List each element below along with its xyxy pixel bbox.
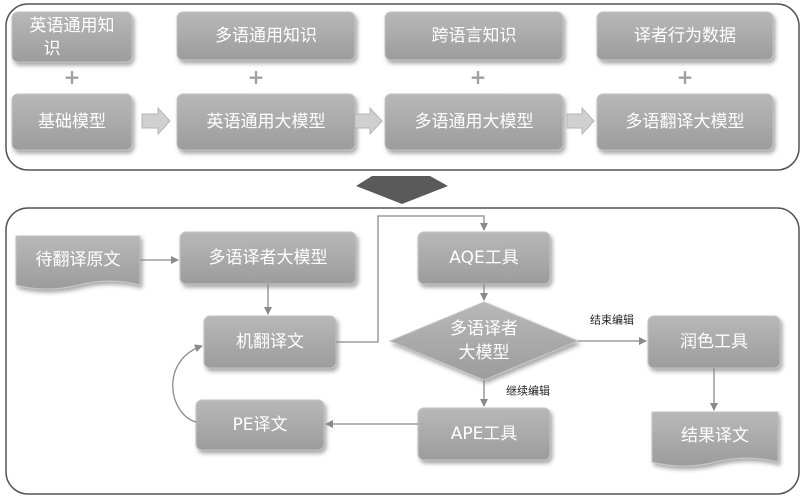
knowledge-translator-behavior-label: 译者行为数据 [634,26,736,46]
plus-sign-3: + [470,65,487,89]
pipeline-arrow-1 [141,106,171,136]
stage-transition-arrow [356,176,448,204]
decision-label-line1: 多语译者 [450,319,518,339]
arrow-mt-to-aqe [336,215,488,343]
aqe-tool-label: AQE工具 [449,248,518,268]
model-multilingual-llm-label: 多语通用大模型 [415,112,534,132]
final-output-document [651,411,779,467]
final-output-label: 结果译文 [681,426,749,446]
knowledge-english-line2: 识 [44,39,61,59]
model-english-llm-label: 英语通用大模型 [207,112,326,132]
end-edit-label: 结束编辑 [590,313,634,327]
plus-sign-2: + [248,65,265,89]
ape-tool-label: APE工具 [451,424,518,444]
pe-output-label: PE译文 [233,415,288,435]
plus-sign-1: + [64,65,81,89]
knowledge-box-multilingual [176,11,356,61]
translator-model-label: 多语译者大模型 [209,248,328,268]
model-box-base [11,93,133,151]
pipeline-arrow-2 [354,106,383,136]
model-base-label: 基础模型 [38,112,106,132]
decision-label-line2: 大模型 [459,343,510,363]
model-box-translation-llm [596,93,774,151]
knowledge-crosslingual-label: 跨语言知识 [432,26,517,46]
pipeline-arrow-3 [566,106,595,136]
continue-edit-label: 继续编辑 [506,384,550,398]
source-text-document [15,235,141,290]
polish-tool-label: 润色工具 [680,332,748,352]
plus-sign-4: + [677,65,694,89]
source-text-label: 待翻译原文 [36,250,121,270]
knowledge-multilingual-label: 多语通用知识 [215,26,317,46]
pe-output-box [195,399,325,451]
knowledge-english-line1: 英语通用知 [30,16,115,36]
model-translation-llm-label: 多语翻译大模型 [626,112,745,132]
arrow-pe-loop-to-mt [172,344,203,423]
knowledge-box-crosslingual [384,11,564,61]
knowledge-box-translator-behavior [596,11,774,61]
model-box-multilingual-llm [384,93,564,151]
ape-tool-box [417,407,551,461]
knowledge-box-english [11,11,133,63]
mt-output-label: 机翻译文 [236,332,304,352]
